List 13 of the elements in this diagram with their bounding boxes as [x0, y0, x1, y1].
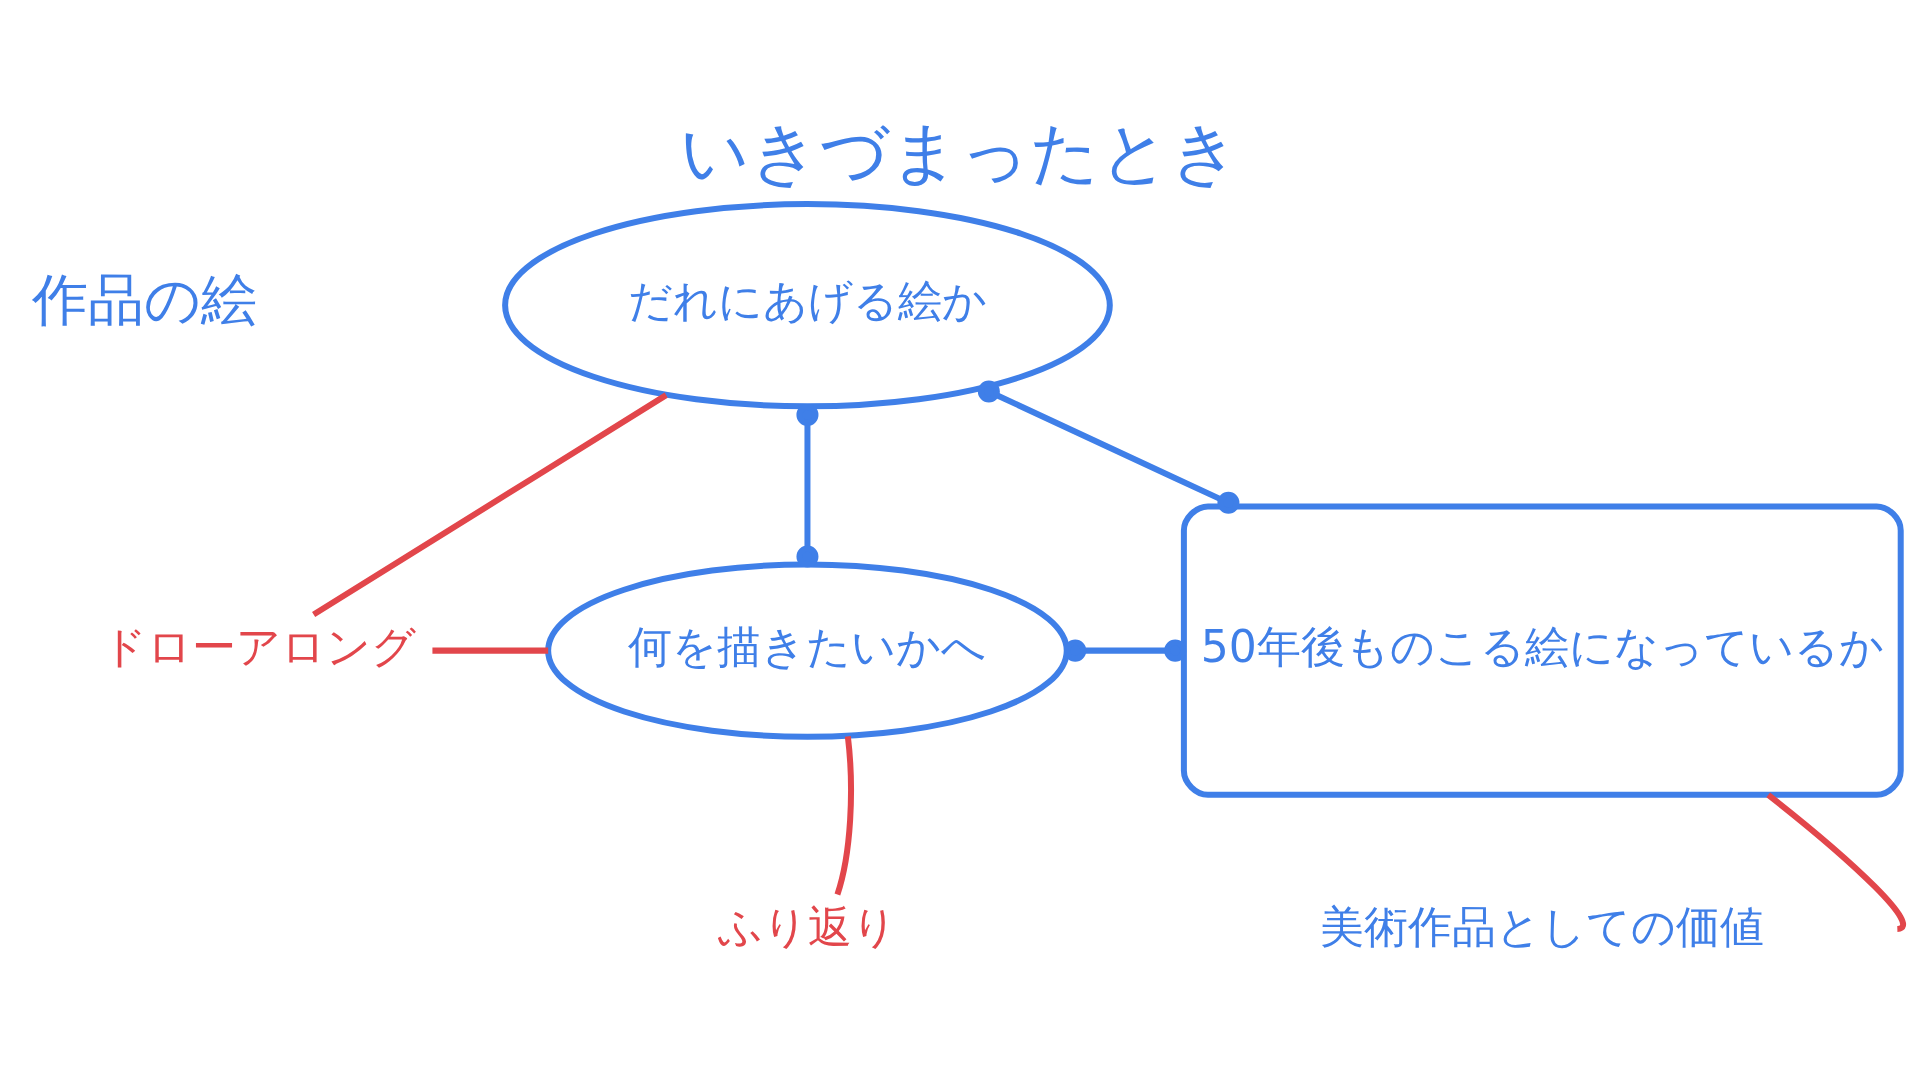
node-box: 50年後ものこる絵になっているか	[1180, 502, 1904, 798]
connector	[312, 392, 668, 617]
connector	[977, 380, 1240, 514]
connector	[432, 647, 549, 654]
connector	[834, 735, 854, 895]
node-ellipse: だれにあげる絵か	[502, 200, 1113, 409]
diagram-title: いきづまったとき	[680, 112, 1241, 192]
connector	[1766, 792, 1906, 932]
label: 作品の絵	[32, 266, 258, 332]
node-label: 美術作品としての価値	[1320, 900, 1765, 952]
node-text: ふり返り	[717, 900, 897, 952]
node-ellipse: 何を描きたいかへ	[545, 561, 1070, 740]
node-text: ドローアロング	[101, 620, 416, 672]
